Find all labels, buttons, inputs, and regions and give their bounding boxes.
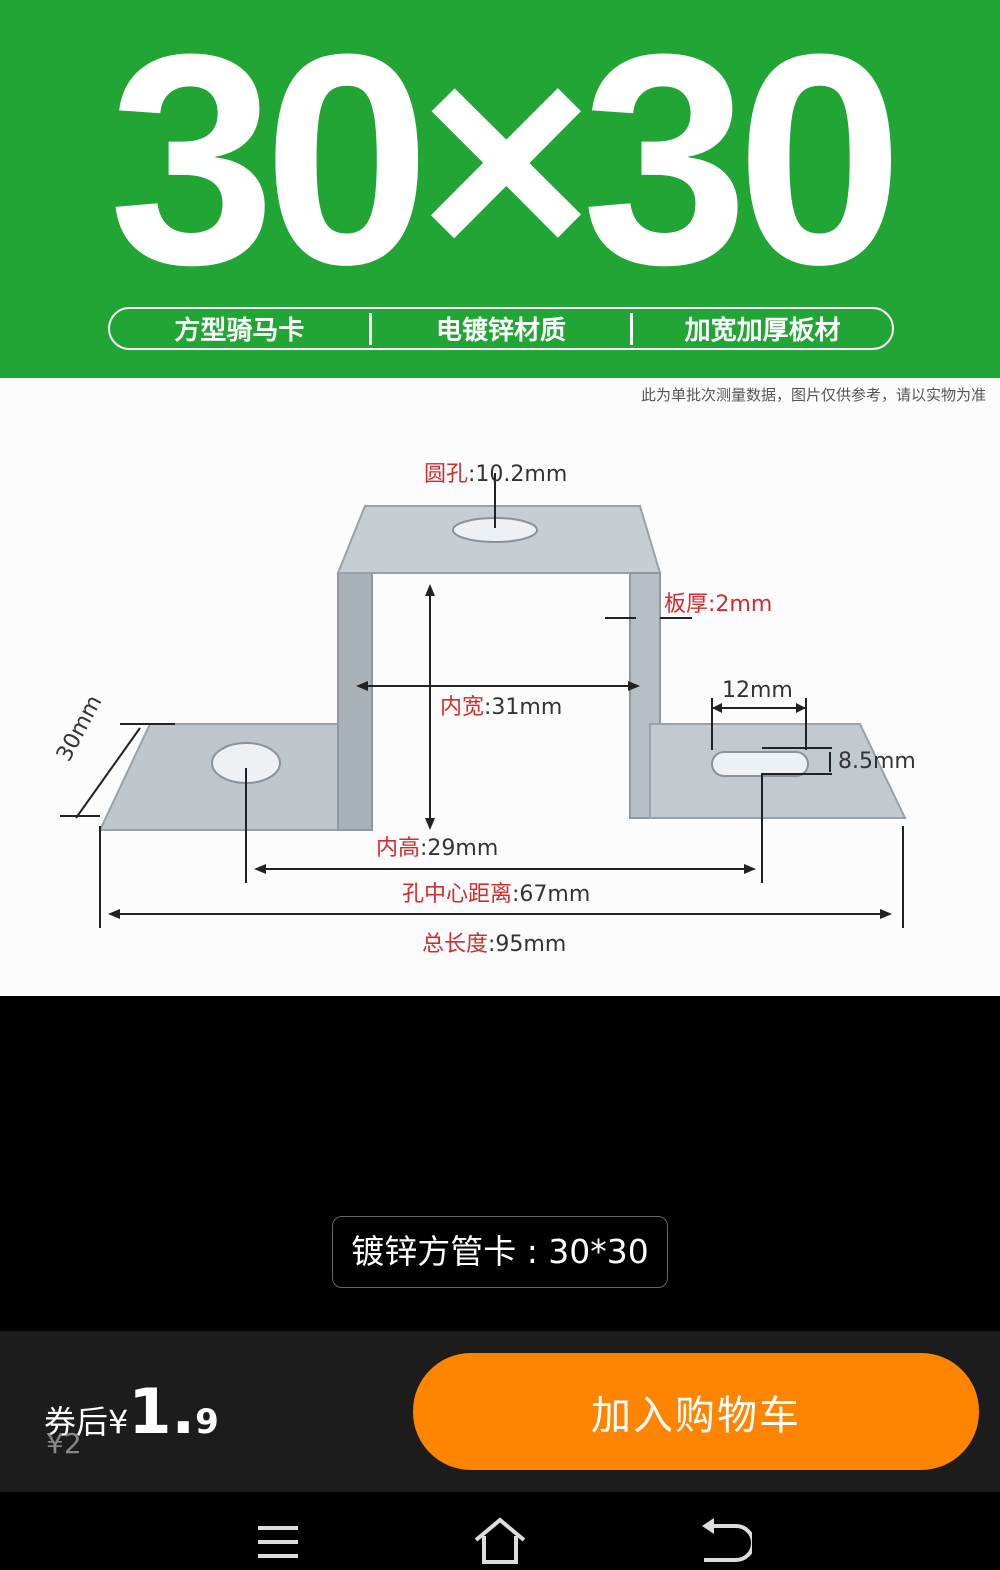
back-icon[interactable] <box>692 1514 755 1566</box>
feature-pill: 方型骑马卡 电镀锌材质 加宽加厚板材 <box>108 307 894 350</box>
feature-material: 电镀锌材质 <box>436 316 567 346</box>
dimension-lines <box>60 473 904 928</box>
total-length-label: 总长度:95mm <box>422 932 567 957</box>
variant-caption: 镀锌方管卡 : 30*30 <box>332 1216 668 1288</box>
system-nav-bar <box>0 1492 1000 1566</box>
home-icon[interactable] <box>470 1514 530 1566</box>
add-to-cart-button[interactable]: 加入购物车 <box>413 1353 979 1470</box>
left-wall <box>337 572 373 831</box>
feature-divider <box>368 312 372 345</box>
hole-diameter-label: 圆孔:10.2mm <box>424 462 568 487</box>
price-integer: 1. <box>128 1375 196 1448</box>
inner-height-label: 内高:29mm <box>376 836 499 861</box>
purchase-bar: 券后¥1.9 ¥2 加入购物车 <box>0 1331 1000 1492</box>
thickness-label: 板厚:2mm <box>664 592 773 617</box>
slot-height-label: 8.5mm <box>838 749 916 774</box>
disclaimer-text: 此为单批次测量数据，图片仅供参考，请以实物为准 <box>640 386 986 404</box>
original-price: ¥2 <box>46 1427 82 1460</box>
coupon-price: 券后¥1.9 <box>44 1375 219 1448</box>
price-prefix: 券后¥ <box>44 1403 129 1441</box>
product-image[interactable]: 此为单批次测量数据，图片仅供参考，请以实物为准 <box>0 378 1000 996</box>
bracket-drawing <box>60 473 907 928</box>
dimension-arrows <box>108 584 892 919</box>
size-title: 30×30 <box>108 0 904 327</box>
feature-shape: 方型骑马卡 <box>174 316 305 346</box>
price-decimal: 9 <box>195 1402 219 1442</box>
slot-width-label: 12mm <box>722 678 793 703</box>
right-slot <box>711 751 809 777</box>
menu-icon[interactable] <box>248 1514 308 1566</box>
product-banner: 30×30 方型骑马卡 电镀锌材质 加宽加厚板材 <box>0 0 1000 378</box>
feature-thickness: 加宽加厚板材 <box>684 316 841 346</box>
inner-width-label: 内宽:31mm <box>440 695 563 720</box>
feature-divider <box>630 312 634 345</box>
hole-distance-label: 孔中心距离:67mm <box>402 882 591 907</box>
